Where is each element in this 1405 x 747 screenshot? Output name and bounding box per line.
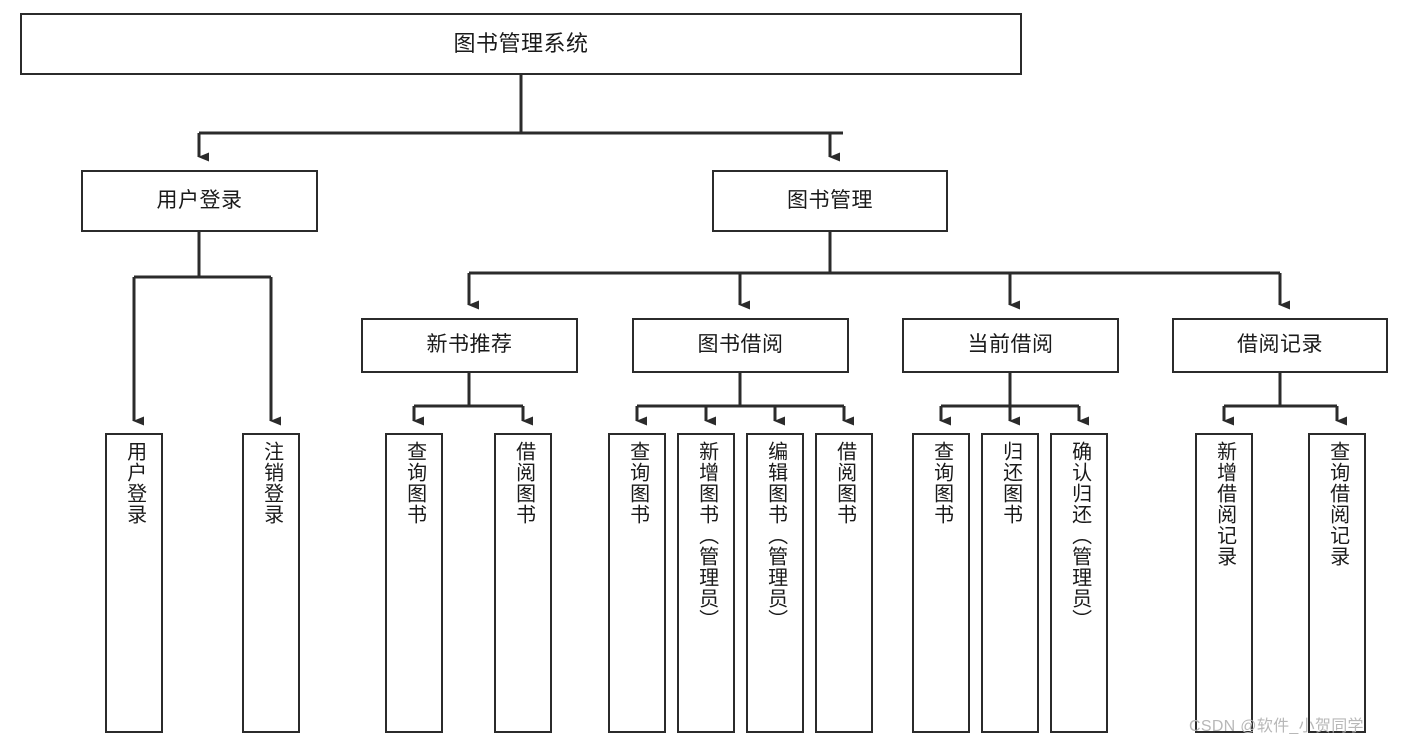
node-label: 查询图书 bbox=[403, 441, 426, 525]
node-label: 查询图书 bbox=[930, 441, 953, 525]
node-label: 用户登录 bbox=[156, 188, 243, 212]
node-label: 归还图书 bbox=[999, 441, 1022, 525]
node-label: 新增借阅记录 bbox=[1213, 441, 1236, 567]
node-root-book-management-system[interactable]: 图书管理系统 bbox=[20, 13, 1022, 75]
node-label: 当前借阅 bbox=[967, 333, 1054, 357]
node-leaf-borrow-book-1[interactable]: 借阅图书 bbox=[494, 433, 552, 733]
node-new-book-recommendation[interactable]: 新书推荐 bbox=[361, 318, 578, 373]
node-leaf-borrow-book-2[interactable]: 借阅图书 bbox=[815, 433, 873, 733]
node-label: 查询图书 bbox=[626, 441, 649, 525]
node-label: 编辑图书（管理员） bbox=[764, 441, 787, 630]
node-label: 新增图书（管理员） bbox=[695, 441, 718, 630]
node-label: 用户登录 bbox=[123, 441, 146, 525]
node-label: 注销登录 bbox=[260, 441, 283, 525]
node-label: 查询借阅记录 bbox=[1326, 441, 1349, 567]
node-current-borrowing[interactable]: 当前借阅 bbox=[902, 318, 1119, 373]
node-leaf-query-borrow-record[interactable]: 查询借阅记录 bbox=[1308, 433, 1366, 733]
node-label: 确认归还（管理员） bbox=[1068, 441, 1091, 630]
node-user-login[interactable]: 用户登录 bbox=[81, 170, 318, 232]
node-label: 图书借阅 bbox=[697, 333, 784, 357]
node-leaf-query-book-3[interactable]: 查询图书 bbox=[912, 433, 970, 733]
node-leaf-confirm-return-admin[interactable]: 确认归还（管理员） bbox=[1050, 433, 1108, 733]
node-leaf-user-login[interactable]: 用户登录 bbox=[105, 433, 163, 733]
node-book-management[interactable]: 图书管理 bbox=[712, 170, 948, 232]
node-leaf-add-book-admin[interactable]: 新增图书（管理员） bbox=[677, 433, 735, 733]
node-borrowing-records[interactable]: 借阅记录 bbox=[1172, 318, 1388, 373]
node-leaf-user-logout[interactable]: 注销登录 bbox=[242, 433, 300, 733]
node-label: 新书推荐 bbox=[426, 333, 513, 357]
node-book-borrowing[interactable]: 图书借阅 bbox=[632, 318, 849, 373]
watermark: CSDN @软件_小贺同学 bbox=[1189, 718, 1364, 735]
node-leaf-edit-book-admin[interactable]: 编辑图书（管理员） bbox=[746, 433, 804, 733]
node-leaf-query-book-1[interactable]: 查询图书 bbox=[385, 433, 443, 733]
node-label: 借阅图书 bbox=[833, 441, 856, 525]
node-leaf-return-book[interactable]: 归还图书 bbox=[981, 433, 1039, 733]
node-label: 借阅图书 bbox=[512, 441, 535, 525]
node-leaf-add-borrow-record[interactable]: 新增借阅记录 bbox=[1195, 433, 1253, 733]
node-label: 图书管理 bbox=[787, 188, 873, 212]
node-label: 图书管理系统 bbox=[453, 31, 589, 57]
node-label: 借阅记录 bbox=[1237, 333, 1323, 357]
node-leaf-query-book-2[interactable]: 查询图书 bbox=[608, 433, 666, 733]
